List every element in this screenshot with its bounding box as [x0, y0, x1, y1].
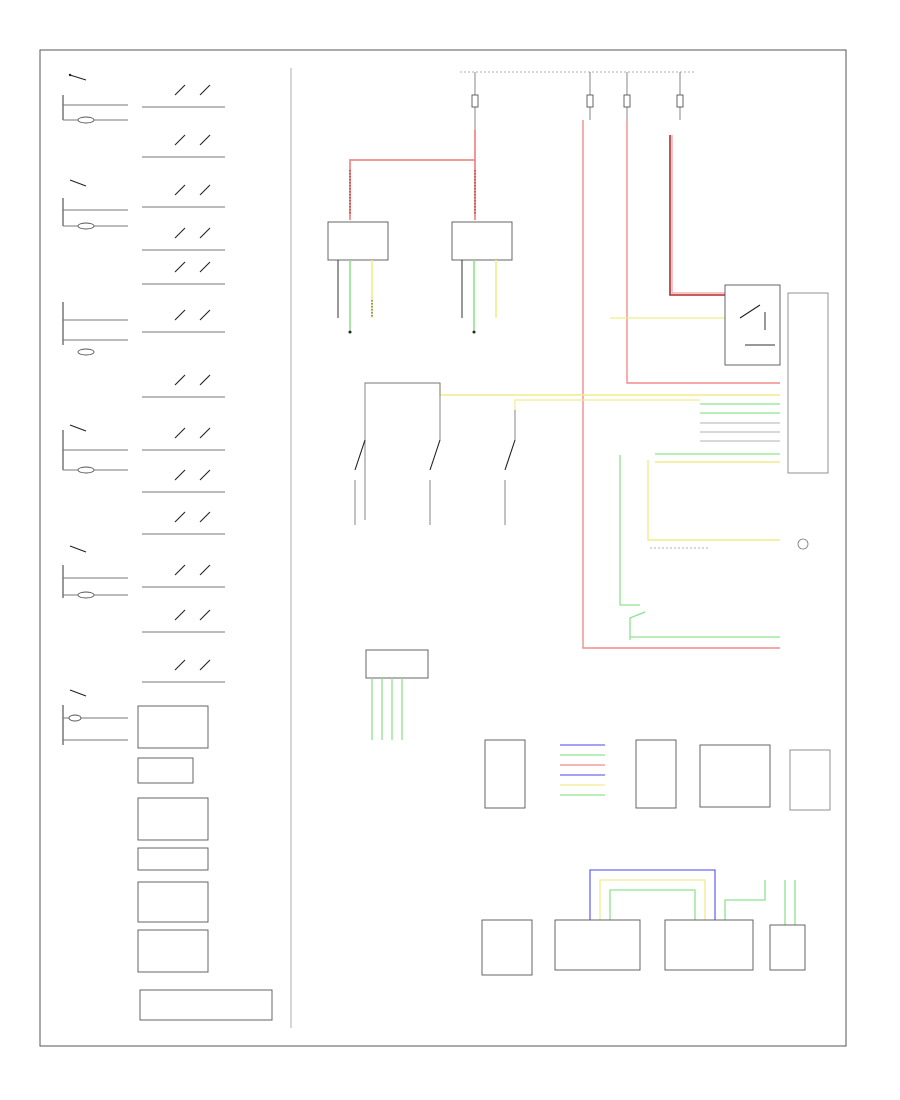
- legend-switch-b-10: [142, 511, 225, 535]
- legend-switch-4: [62, 424, 128, 474]
- outer-frame: [39, 49, 847, 1047]
- ground-symbol: [797, 538, 809, 550]
- legend-switch-1: [62, 73, 128, 124]
- central-electronic-module: [700, 284, 829, 474]
- legend-switch-b-2: [142, 134, 225, 158]
- legend-switch-b-5: [142, 261, 225, 285]
- legend-switch-2: [62, 179, 128, 230]
- legend-switch-b-7: [142, 374, 225, 398]
- cluster-gauge-box-6: [137, 929, 209, 973]
- legend-switch-b-6: [142, 309, 225, 333]
- cluster-gauge-box-2: [137, 757, 194, 784]
- legend-switch-b-1: [142, 84, 225, 108]
- legend-switch-b-13: [142, 659, 225, 683]
- lower-modules: [481, 739, 831, 976]
- legend-switch-5: [62, 545, 128, 599]
- legend-switch-b-3: [142, 184, 225, 208]
- bottom-harness: [560, 744, 796, 930]
- fuse-supply: [460, 71, 695, 130]
- legend-switch-b-11: [142, 564, 225, 588]
- middle-switch-group: [354, 382, 516, 525]
- lower-center-module: [365, 649, 429, 740]
- top-modules: [327, 221, 513, 334]
- left-module: [327, 221, 389, 261]
- cluster-gauge-box-4: [137, 847, 209, 871]
- cluster-gauge-box-5: [137, 881, 209, 923]
- switch-legend-column-b: [137, 84, 225, 973]
- switch-legend-column-a: [62, 73, 128, 745]
- right-module: [451, 221, 513, 261]
- legend-switch-3: [62, 302, 128, 356]
- legend-switch-b-8: [142, 427, 225, 451]
- red-wires: [349, 120, 780, 649]
- cluster-bottom-module: [139, 989, 273, 1021]
- legend-switch-b-12: [142, 609, 225, 633]
- legend-switch-b-4: [142, 227, 225, 251]
- cluster-gauge-box-1: [137, 705, 209, 749]
- legend-switch-6: [62, 689, 128, 745]
- legend-switch-b-9: [142, 469, 225, 493]
- cluster-gauge-box-3: [137, 797, 209, 841]
- green-wires: [619, 403, 780, 640]
